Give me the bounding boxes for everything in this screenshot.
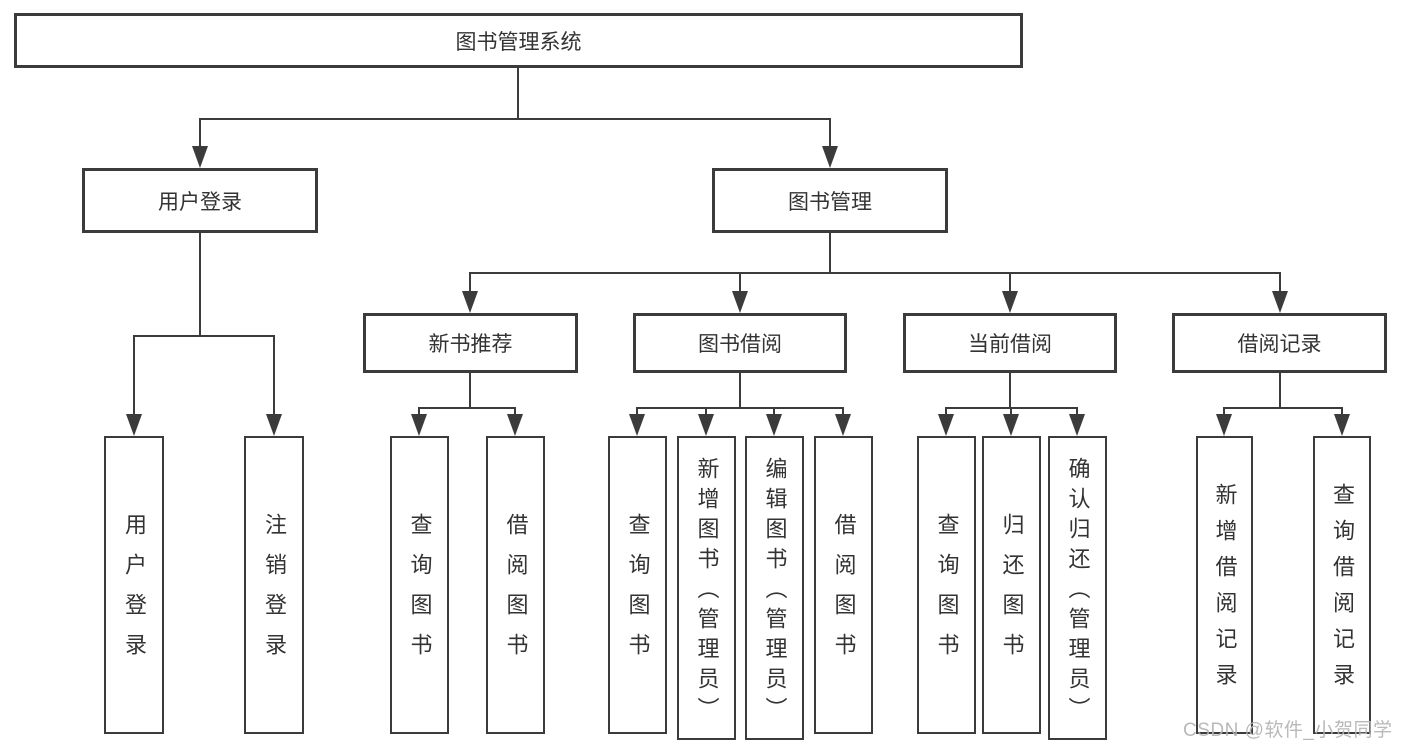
connector-line (1223, 407, 1225, 416)
node-label: 查询图书 (934, 513, 960, 673)
node-label: 归还图书 (999, 513, 1025, 673)
connector-line (133, 335, 275, 337)
connector-line (1009, 272, 1011, 293)
arrow-down-icon (698, 414, 714, 436)
arrow-down-icon (766, 414, 782, 436)
connector-line (739, 373, 741, 407)
node-borrow-books-recommend: 借阅图书 (486, 436, 545, 734)
node-query-books-recommend: 查询图书 (390, 436, 449, 734)
arrow-down-icon (1002, 291, 1018, 313)
node-confirm-return-admin: 确认归还（管理员） (1048, 436, 1107, 740)
node-label: 新增借阅记录 (1212, 483, 1238, 699)
node-label: 当前借阅 (968, 333, 1052, 356)
arrow-down-icon (629, 414, 645, 436)
arrow-down-icon (822, 146, 838, 168)
node-user-login-action: 用户登录 (104, 436, 164, 734)
node-label: 用户登录 (158, 190, 242, 214)
arrow-down-icon (1216, 414, 1232, 436)
arrow-down-icon (266, 414, 282, 436)
csdn-watermark: CSDN @软件_小贺同学 (1183, 720, 1393, 741)
node-user-login: 用户登录 (82, 168, 318, 233)
connector-line (469, 272, 471, 293)
node-add-books-admin: 新增图书（管理员） (677, 436, 736, 740)
connector-line (1279, 272, 1281, 293)
node-label: 编辑图书（管理员） (762, 457, 788, 727)
node-logout: 注销登录 (244, 436, 304, 734)
arrow-down-icon (411, 414, 427, 436)
arrow-down-icon (1272, 291, 1288, 313)
connector-line (636, 407, 844, 409)
connector-line (945, 407, 947, 416)
arrow-down-icon (1334, 414, 1350, 436)
connector-line (773, 407, 775, 416)
connector-line (739, 272, 741, 293)
connector-line (1010, 407, 1012, 416)
arrow-down-icon (462, 291, 478, 313)
node-query-borrow-record: 查询借阅记录 (1313, 436, 1371, 734)
arrow-down-icon (507, 414, 523, 436)
connector-line (514, 407, 516, 416)
connector-line (517, 68, 519, 118)
connector-line (1279, 373, 1281, 407)
node-label: 借阅图书 (503, 513, 529, 673)
arrow-down-icon (1069, 414, 1085, 436)
node-label: 图书管理 (788, 190, 872, 214)
connector-line (199, 233, 201, 335)
node-label: 查询图书 (625, 513, 651, 673)
connector-line (199, 118, 201, 148)
node-label: 新书推荐 (428, 333, 513, 356)
connector-line (842, 407, 844, 416)
node-borrow-books: 借阅图书 (814, 436, 873, 734)
arrow-down-icon (732, 291, 748, 313)
node-query-books-borrowing: 查询图书 (608, 436, 667, 734)
connector-line (418, 407, 420, 416)
connector-line (273, 335, 275, 414)
connector-line (705, 407, 707, 416)
node-label: 查询图书 (407, 513, 433, 673)
node-query-books-current: 查询图书 (917, 436, 976, 734)
connector-line (1223, 407, 1343, 409)
node-label: 注销登录 (262, 513, 287, 673)
connector-line (418, 407, 516, 409)
connector-line (469, 373, 471, 407)
connector-line (199, 118, 831, 120)
node-label: 新增图书（管理员） (694, 457, 720, 727)
connector-line (1341, 407, 1343, 416)
node-book-borrowing: 图书借阅 (633, 313, 847, 373)
node-label: 确认归还（管理员） (1065, 457, 1091, 727)
node-borrowing-records: 借阅记录 (1172, 313, 1387, 373)
node-new-book-recommend: 新书推荐 (363, 313, 578, 373)
arrow-down-icon (1003, 414, 1019, 436)
node-label: 借阅图书 (831, 513, 857, 673)
node-label: 借阅记录 (1237, 333, 1322, 356)
node-return-books: 归还图书 (982, 436, 1041, 734)
node-current-borrowing: 当前借阅 (903, 313, 1117, 373)
node-add-borrow-record: 新增借阅记录 (1196, 436, 1253, 734)
node-edit-books-admin: 编辑图书（管理员） (745, 436, 804, 740)
connector-line (1009, 373, 1011, 407)
node-label: 图书管理系统 (455, 30, 582, 54)
node-book-management: 图书管理 (712, 168, 948, 233)
connector-line (636, 407, 638, 416)
connector-line (829, 118, 831, 148)
arrow-down-icon (938, 414, 954, 436)
connector-line (1076, 407, 1078, 416)
arrow-down-icon (192, 146, 208, 168)
arrow-down-icon (835, 414, 851, 436)
connector-line (829, 233, 831, 272)
node-label: 用户登录 (122, 513, 147, 673)
connector-line (133, 335, 135, 414)
arrow-down-icon (126, 414, 142, 436)
connector-line (469, 272, 1281, 274)
node-root: 图书管理系统 (14, 13, 1023, 68)
node-label: 查询借阅记录 (1330, 483, 1355, 699)
node-label: 图书借阅 (698, 333, 782, 356)
